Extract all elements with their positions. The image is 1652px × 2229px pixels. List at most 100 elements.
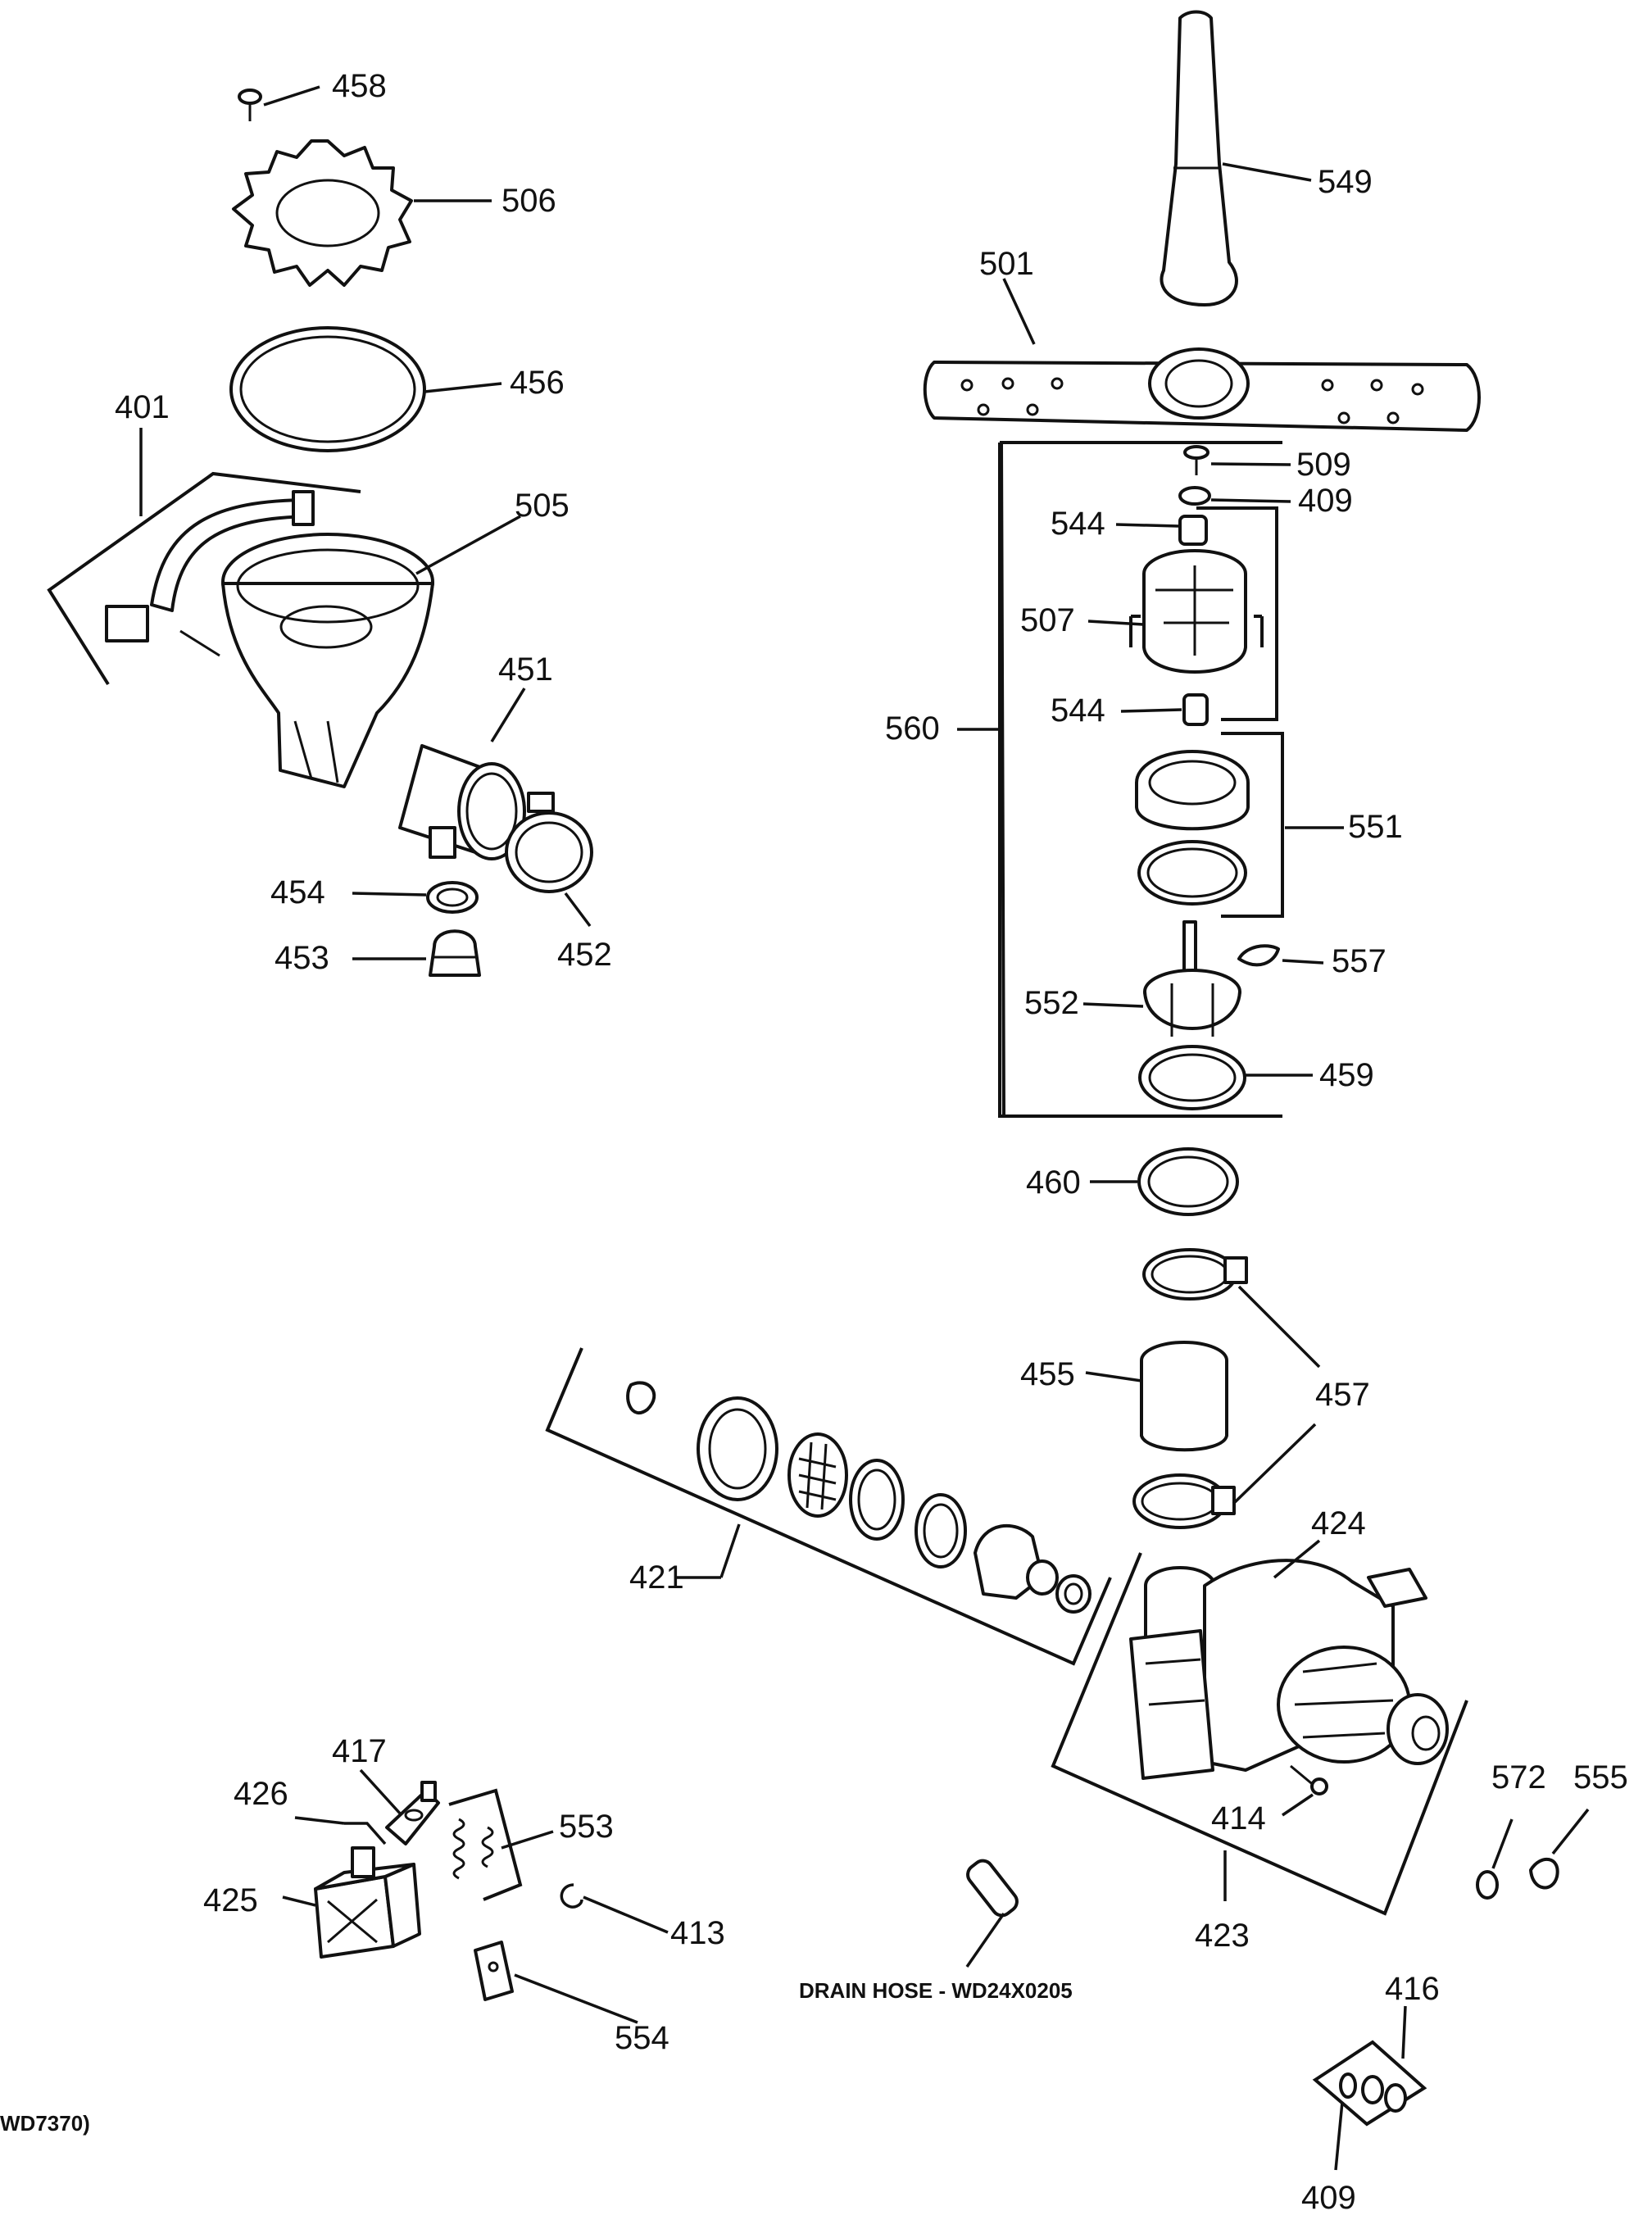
part-549-spray-tube: [1160, 10, 1238, 306]
leader-505: [415, 515, 521, 575]
part-414-screw: [1290, 1764, 1328, 1795]
callout-416: 416: [1385, 1971, 1440, 2007]
part-425-solenoid: [314, 1846, 421, 1959]
leader-553: [501, 1830, 554, 1850]
group-bracket-507: [1196, 506, 1278, 721]
part-455-hose-coupling: [1140, 1341, 1228, 1452]
callout-421: 421: [629, 1559, 684, 1596]
callout-424: 424: [1311, 1505, 1366, 1541]
part-457-clamp-upper: [1142, 1248, 1248, 1301]
callout-459: 459: [1319, 1057, 1374, 1093]
part-417-lever: [385, 1781, 440, 1845]
leader-507: [1087, 620, 1144, 626]
leader-416: [1401, 2005, 1407, 2059]
callout-414: 414: [1211, 1800, 1266, 1836]
part-458-screw: [238, 89, 262, 121]
callout-506: 506: [502, 183, 556, 219]
part-413-clip: [560, 1883, 583, 1909]
callout-553: 553: [559, 1809, 614, 1845]
callout-555: 555: [1573, 1759, 1628, 1795]
part-507-wash-arm-manifold: [1129, 549, 1264, 674]
part-409-washer: [1178, 486, 1211, 506]
callout-426: 426: [234, 1776, 288, 1812]
figure-reference: WD7370): [0, 2111, 90, 2136]
callout-507: 507: [1020, 602, 1075, 638]
callout-560: 560: [885, 710, 940, 747]
callout-501: 501: [979, 246, 1034, 282]
part-554-bracket: [474, 1941, 514, 2001]
callout-425: 425: [203, 1882, 258, 1918]
callout-409b: 409: [1301, 2180, 1356, 2216]
part-501-spray-arm: [923, 347, 1481, 432]
part-551-ring-nut: [1135, 750, 1250, 831]
leader-421b: [719, 1523, 741, 1578]
leader-555: [1551, 1808, 1590, 1855]
group-bracket-553: [448, 1788, 523, 1901]
leader-549: [1222, 162, 1312, 182]
part-551-gasket: [1137, 840, 1247, 906]
group-bracket-551: [1221, 732, 1284, 918]
part-416-washer-set: [1312, 2040, 1427, 2127]
group-bracket-560: [998, 441, 1282, 1118]
leader-458: [263, 85, 320, 107]
part-553-springs: [452, 1818, 494, 1880]
callout-554: 554: [615, 2020, 669, 2056]
leader-554: [514, 1973, 638, 2024]
group-bracket-423: [1051, 1552, 1468, 1916]
part-557-seal: [1237, 944, 1280, 967]
group-bracket-421: [545, 1347, 1112, 1666]
part-544-bushing-top: [1178, 515, 1208, 546]
callout-544a: 544: [1051, 506, 1105, 542]
leader-572: [1491, 1818, 1514, 1869]
part-453-cap: [429, 929, 481, 977]
part-552-impeller: [1143, 920, 1241, 1037]
leader-456: [424, 382, 502, 393]
part-424-pump-motor: [1129, 1559, 1449, 1780]
part-457-clamp-lower: [1132, 1473, 1236, 1529]
leader-501: [1002, 278, 1036, 345]
callout-417: 417: [332, 1733, 387, 1769]
part-401-clamp-bracket: [105, 490, 315, 657]
callout-453: 453: [275, 940, 329, 976]
leader-426: [294, 1816, 345, 1825]
part-505-sump-bowl: [221, 533, 434, 788]
part-426-rod: [344, 1822, 387, 1845]
callout-552: 552: [1024, 985, 1079, 1021]
callout-452: 452: [557, 937, 612, 973]
part-459-ring: [1138, 1045, 1246, 1110]
leader-414: [1282, 1793, 1314, 1817]
part-454-small-clamp: [426, 881, 479, 914]
part-456-ring: [229, 326, 426, 452]
callout-454: 454: [270, 874, 325, 910]
group-bracket-401: [47, 471, 361, 686]
leader-451: [490, 688, 526, 742]
leader-455: [1085, 1371, 1142, 1382]
callout-401: 401: [115, 389, 170, 425]
callout-457: 457: [1315, 1377, 1370, 1413]
callout-549: 549: [1318, 164, 1373, 200]
callout-413: 413: [670, 1915, 725, 1951]
part-544-bushing-bottom: [1182, 693, 1209, 726]
callout-509: 509: [1296, 447, 1351, 483]
leader-409a: [1210, 498, 1291, 503]
leader-509: [1210, 462, 1291, 466]
leader-413: [583, 1895, 669, 1934]
leader-409b: [1334, 2101, 1344, 2171]
callout-544b: 544: [1051, 692, 1105, 729]
callout-551: 551: [1348, 809, 1403, 845]
part-509-screw: [1183, 445, 1210, 475]
leader-557: [1282, 959, 1324, 965]
part-572-nut: [1476, 1870, 1499, 1900]
part-452-hose-clamp: [505, 792, 593, 893]
leader-425: [282, 1895, 316, 1907]
callout-409a: 409: [1298, 483, 1353, 519]
callout-572: 572: [1491, 1759, 1546, 1795]
leader-457a: [1237, 1285, 1321, 1369]
leader-drain-hose: [965, 1913, 1005, 1968]
part-555-grommet: [1529, 1857, 1559, 1890]
drain-hose-note: DRAIN HOSE - WD24X0205: [799, 1978, 1073, 2003]
leader-417: [359, 1768, 403, 1817]
leader-452: [564, 892, 592, 928]
part-506-spray-cap: [232, 139, 413, 287]
